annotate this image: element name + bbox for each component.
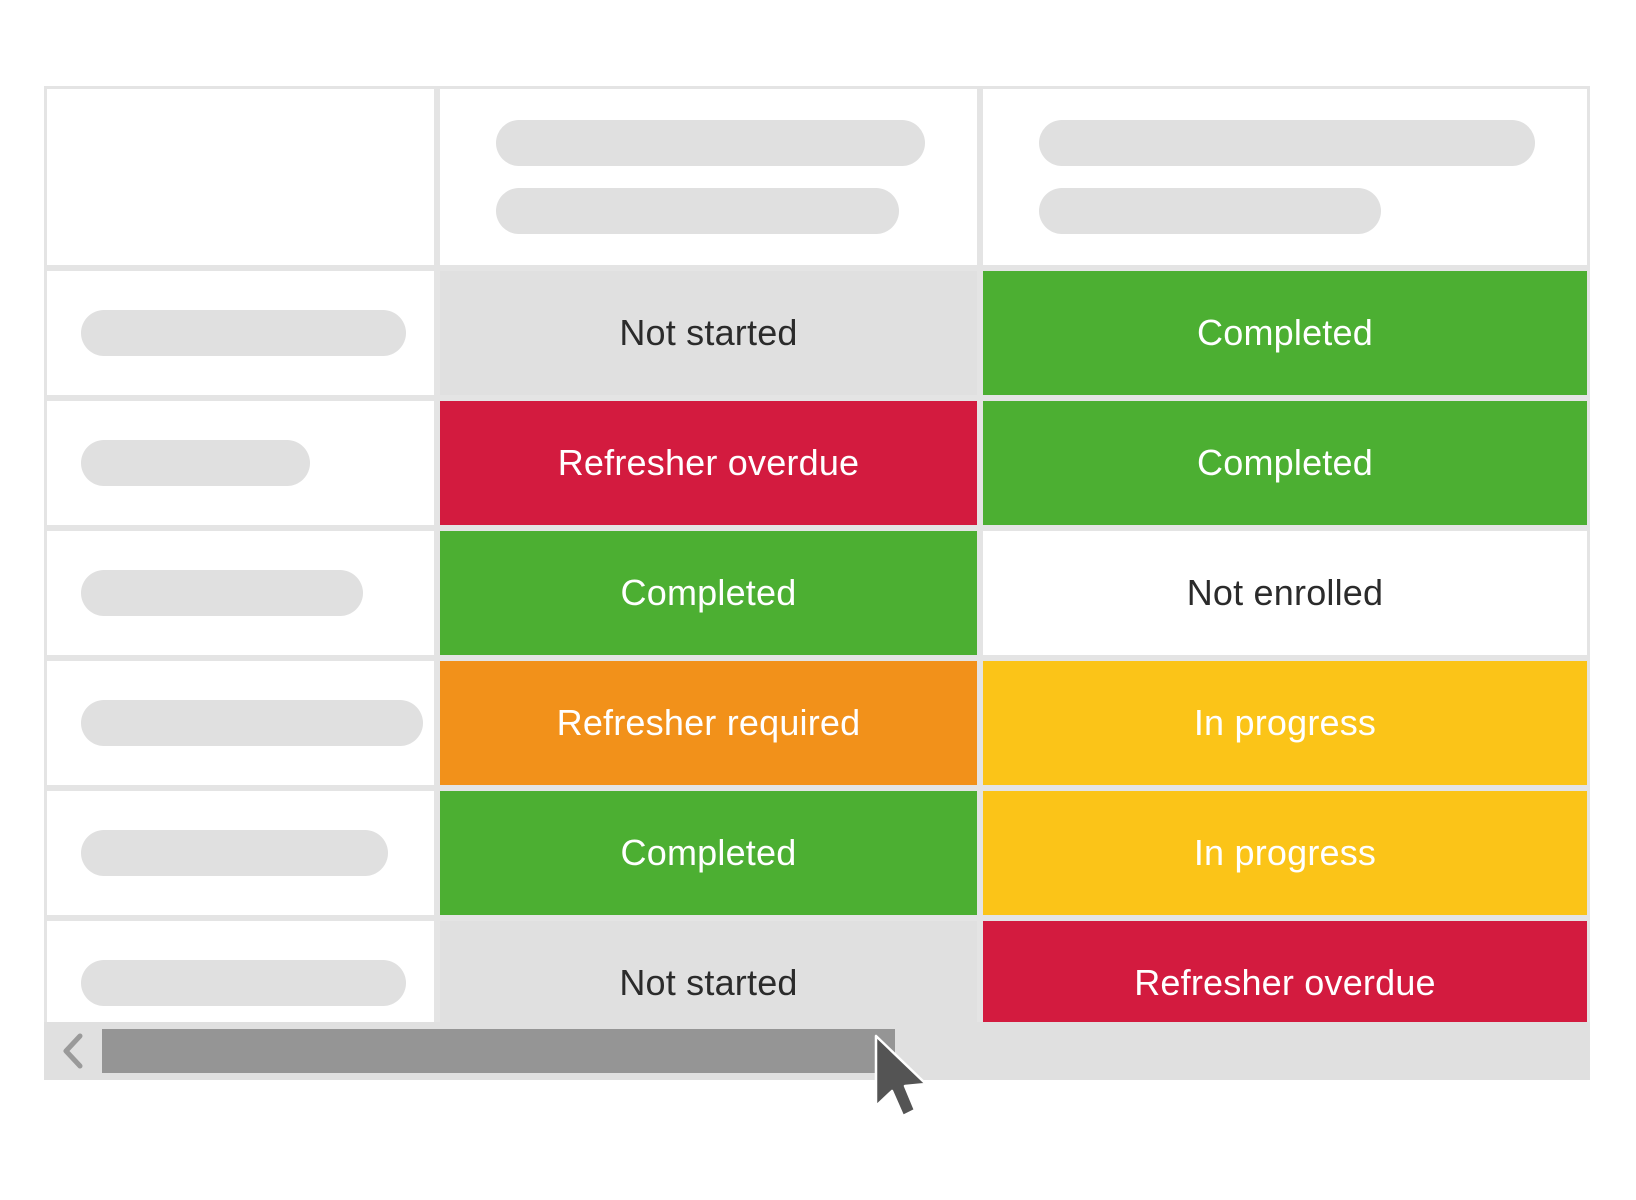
table-row: Refresher overdue Completed — [44, 398, 1590, 528]
status-label: Refresher required — [556, 702, 861, 744]
skeleton-bar — [1039, 188, 1382, 234]
table-row: Refresher required In progress — [44, 658, 1590, 788]
status-label: In progress — [1193, 702, 1377, 744]
table-header-row — [44, 86, 1590, 268]
header-cell-course-2[interactable] — [980, 86, 1590, 268]
status-label: Completed — [1197, 442, 1373, 484]
status-cell-in-progress[interactable]: In progress — [980, 658, 1590, 788]
status-label: Completed — [620, 572, 797, 614]
status-cell-completed[interactable]: Completed — [980, 398, 1590, 528]
status-cell-completed[interactable]: Completed — [980, 268, 1590, 398]
training-status-matrix: Not started Completed Refresher overdue … — [44, 86, 1590, 1048]
status-cell-refresher-overdue[interactable]: Refresher overdue — [437, 398, 980, 528]
skeleton-bar — [81, 700, 424, 746]
table-row: Completed Not enrolled — [44, 528, 1590, 658]
row-name-cell[interactable] — [44, 788, 437, 918]
skeleton-bar — [1039, 120, 1535, 166]
status-label: Not started — [619, 312, 798, 354]
status-label: Not enrolled — [1186, 572, 1384, 614]
row-name-cell[interactable] — [44, 528, 437, 658]
status-cell-completed[interactable]: Completed — [437, 528, 980, 658]
status-label: Completed — [1197, 312, 1373, 354]
scrollbar-track[interactable] — [102, 1029, 1584, 1073]
skeleton-bar — [81, 830, 389, 876]
skeleton-bar — [496, 120, 925, 166]
status-cell-in-progress[interactable]: In progress — [980, 788, 1590, 918]
row-name-cell[interactable] — [44, 658, 437, 788]
status-cell-completed[interactable]: Completed — [437, 788, 980, 918]
status-label: Refresher overdue — [1134, 962, 1436, 1004]
table-row: Not started Completed — [44, 268, 1590, 398]
status-label: Not started — [619, 962, 798, 1004]
skeleton-bar — [81, 960, 406, 1006]
status-label: In progress — [1193, 832, 1377, 874]
row-name-cell[interactable] — [44, 268, 437, 398]
skeleton-bar — [81, 310, 406, 356]
status-cell-refresher-required[interactable]: Refresher required — [437, 658, 980, 788]
skeleton-bar — [81, 570, 364, 616]
skeleton-bar — [81, 440, 311, 486]
header-cell-course-1[interactable] — [437, 86, 980, 268]
status-cell-not-started[interactable]: Not started — [437, 268, 980, 398]
skeleton-bar — [496, 188, 900, 234]
row-name-cell[interactable] — [44, 398, 437, 528]
scrollbar-thumb[interactable] — [102, 1029, 895, 1073]
table-row: Completed In progress — [44, 788, 1590, 918]
horizontal-scrollbar[interactable] — [44, 1022, 1590, 1080]
status-label: Refresher overdue — [557, 442, 860, 484]
header-cell-name-column — [44, 86, 437, 268]
status-label: Completed — [620, 832, 797, 874]
chevron-left-icon[interactable] — [44, 1022, 102, 1080]
status-cell-not-enrolled[interactable]: Not enrolled — [980, 528, 1590, 658]
